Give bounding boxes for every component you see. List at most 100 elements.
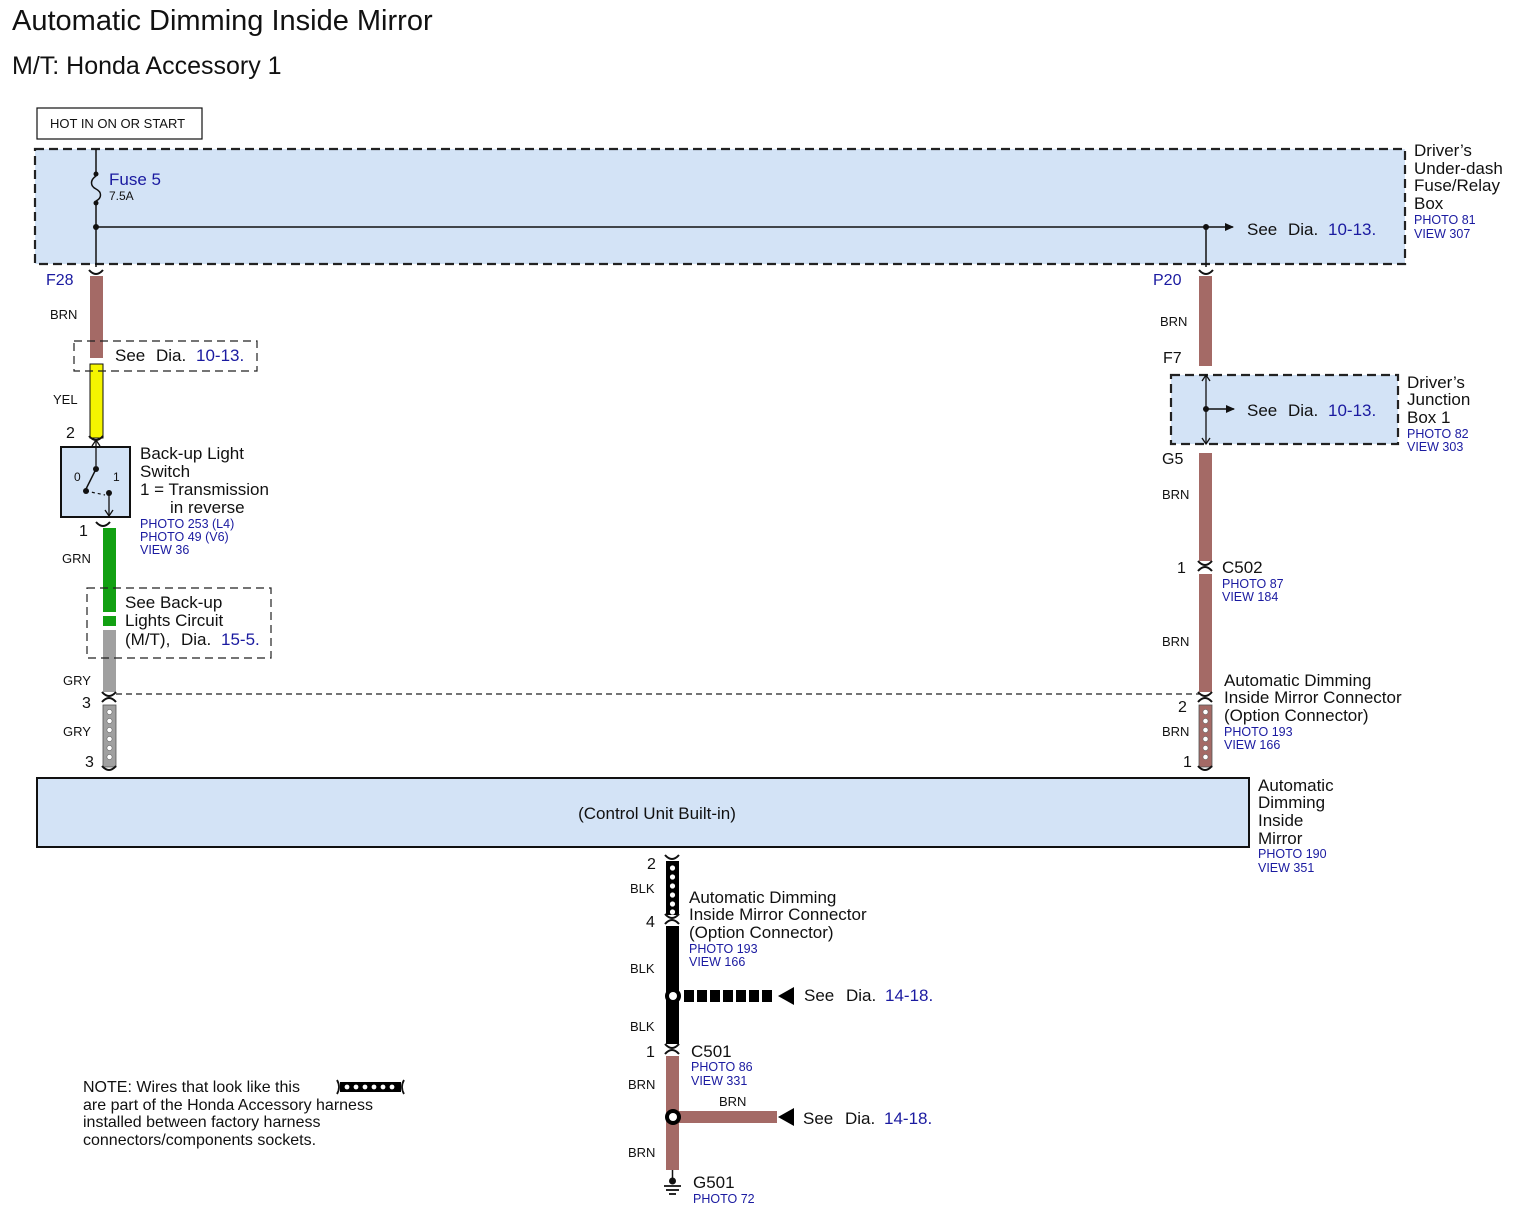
connector-icon <box>1197 765 1213 771</box>
fuse-relay-box <box>33 147 1407 266</box>
wire-label-brn: BRN <box>719 1094 746 1109</box>
bottom-opt-name-line-1: Automatic Dimming <box>689 888 836 907</box>
fuse-box-photo: PHOTO 81 <box>1414 213 1476 227</box>
wire-brn-right <box>1199 574 1212 692</box>
mirror-name-line-3: Inside <box>1258 811 1303 830</box>
right-opt-view: VIEW 166 <box>1224 738 1280 752</box>
connector-icon <box>95 521 111 527</box>
jb-name-line-3: Box 1 <box>1407 408 1450 427</box>
connector-c501-icon <box>664 1049 680 1055</box>
connector-icon <box>1197 697 1213 703</box>
mirror-name-line-1: Automatic <box>1258 776 1334 795</box>
dia-text: Dia. <box>181 630 211 649</box>
connector-icon <box>664 854 680 860</box>
mirror-view: VIEW 351 <box>1258 861 1314 875</box>
hot-label-box: HOT IN ON OR START <box>36 107 203 140</box>
see-text: See <box>1247 220 1277 239</box>
backup-see-ref[interactable]: See Back-up Lights Circuit (M/T), Dia. 1… <box>125 593 260 649</box>
dia-text: Dia. <box>1288 220 1318 239</box>
control-unit-label: (Control Unit Built-in) <box>578 804 736 823</box>
switch-name-line-2: Switch <box>140 462 190 481</box>
switch-position-0: 0 <box>74 470 81 484</box>
switch-photo-1: PHOTO 253 (L4) <box>140 517 234 531</box>
page-subtitle: M/T: Honda Accessory 1 <box>12 52 282 80</box>
connector-icon <box>101 765 117 771</box>
switch-view: VIEW 36 <box>140 543 189 557</box>
dia-ref-link[interactable]: 15-5. <box>221 630 260 649</box>
wire-blk <box>666 926 679 1044</box>
bottom-opt-photo: PHOTO 193 <box>689 942 758 956</box>
wire-grn-stub <box>103 616 116 626</box>
dia-text: Dia. <box>1288 401 1318 420</box>
fuse-name: Fuse 5 <box>109 170 161 189</box>
switch-position-1: 1 <box>113 470 120 484</box>
wire-label-brn: BRN <box>628 1077 655 1092</box>
mirror-control-unit: (Control Unit Built-in) <box>36 777 1250 848</box>
page-title: Automatic Dimming Inside Mirror <box>12 5 433 37</box>
right-opt-photo: PHOTO 193 <box>1224 725 1293 739</box>
splice-2-see-ref[interactable]: See Dia. 14-18. <box>803 1109 932 1128</box>
connector-c501-icon <box>664 1043 680 1049</box>
switch-photo-2: PHOTO 49 (V6) <box>140 530 229 544</box>
right-option-pin: 2 <box>1178 699 1187 716</box>
see-text: See <box>804 986 834 1005</box>
wire-gry <box>103 630 116 692</box>
terminal-f7: F7 <box>1163 350 1182 367</box>
arrow-left-icon <box>778 1108 794 1126</box>
see-ref-box-left <box>73 340 258 372</box>
junction-box-1 <box>1169 373 1400 446</box>
wire-label-brn: BRN <box>1162 634 1189 649</box>
dia-ref-link[interactable]: 10-13. <box>1328 220 1376 239</box>
c501-photo: PHOTO 86 <box>691 1060 753 1074</box>
dia-ref-link[interactable]: 10-13. <box>1328 401 1376 420</box>
switch-pin-2: 2 <box>66 425 75 442</box>
hot-label: HOT IN ON OR START <box>50 116 185 131</box>
connector-icon <box>664 913 680 919</box>
fuse-box-name-line-4: Box <box>1414 194 1444 213</box>
wire-brn-left <box>90 276 103 358</box>
left-see-ref[interactable]: See Dia. 10-13. <box>115 346 244 365</box>
dia-ref-link[interactable]: 14-18. <box>885 986 933 1005</box>
backup-light-switch: 0 1 <box>60 438 131 518</box>
note-line-2: are part of the Honda Accessory harness <box>83 1097 373 1114</box>
bottom-opt-name-line-3: (Option Connector) <box>689 923 834 942</box>
ground-name: G501 <box>693 1173 735 1192</box>
see-backup-mt: (M/T), <box>125 630 170 649</box>
switch-pin-1: 1 <box>79 523 88 540</box>
fuse-rating: 7.5A <box>109 189 134 203</box>
dia-ref-link[interactable]: 14-18. <box>884 1109 932 1128</box>
wire-brn-right <box>1199 453 1212 561</box>
junction-box-see-ref[interactable]: See Dia. 10-13. <box>1247 401 1376 420</box>
wire-grn <box>103 528 116 612</box>
splice-2 <box>665 1108 794 1126</box>
jb-photo: PHOTO 82 <box>1407 427 1469 441</box>
jb-name-line-1: Driver’s <box>1407 373 1465 392</box>
accessory-harness-left <box>102 704 117 768</box>
mirror-pin-1: 1 <box>1183 754 1192 771</box>
connector-p20-icon <box>1198 269 1214 275</box>
wire-label-brn: BRN <box>1162 724 1189 739</box>
fuse-box-see-ref[interactable]: See Dia. 10-13. <box>1247 220 1376 239</box>
ground-photo: PHOTO 72 <box>693 1192 755 1206</box>
dia-text: Dia. <box>156 346 186 365</box>
switch-name-line-4: in reverse <box>170 498 245 517</box>
mirror-pin-2: 2 <box>647 856 656 873</box>
dia-ref-link[interactable]: 10-13. <box>196 346 244 365</box>
dia-text: Dia. <box>846 986 876 1005</box>
note-line-3: installed between factory harness <box>83 1114 320 1131</box>
note-line-1: NOTE: Wires that look like this <box>83 1079 300 1096</box>
wire-label-gry: GRY <box>63 673 91 688</box>
fuse-box-name: Driver’s Under-dash Fuse/Relay Box PHOTO… <box>1414 141 1503 241</box>
connector-c502-icon <box>1197 566 1213 572</box>
connector-icon <box>101 691 117 697</box>
bottom-opt-view: VIEW 166 <box>689 955 745 969</box>
c501-view: VIEW 331 <box>691 1074 747 1088</box>
wire-label-grn: GRN <box>62 551 91 566</box>
connector-icon <box>664 919 680 925</box>
splice-1-see-ref[interactable]: See Dia. 14-18. <box>804 986 933 1005</box>
wire-label-brn: BRN <box>628 1145 655 1160</box>
accessory-wire-sample-icon <box>336 1079 405 1095</box>
terminal-f28: F28 <box>46 272 74 289</box>
mirror-name-line-2: Dimming <box>1258 793 1325 812</box>
jb-name-line-2: Junction <box>1407 390 1470 409</box>
